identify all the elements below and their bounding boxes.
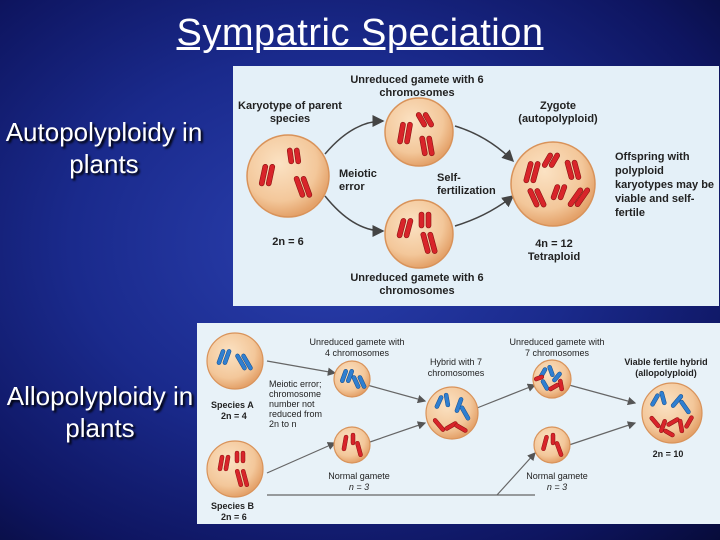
species-b-label: Species B [211, 501, 255, 511]
unreduced-gamete-4-label: Unreduced gamete with 4 chromosomes [309, 337, 405, 358]
arrow-bottom-to-zygote [454, 195, 515, 227]
top-gamete-cell [384, 97, 454, 167]
normal-gamete-1-label: Normal gamete [328, 471, 390, 481]
species-a-label: Species A [211, 400, 254, 410]
normal-gamete-2-n: n = 3 [546, 482, 568, 492]
species-b-count: 2n = 6 [221, 512, 247, 522]
parent-count: 2n = 6 [272, 236, 304, 248]
species-a-cell [206, 332, 264, 390]
arrow-top-to-zygote [454, 125, 515, 163]
unreduced-gamete-7-label: Unreduced gamete with 7 chromosomes [509, 337, 605, 358]
self-fertilization-label: Self-fertilization [437, 172, 496, 197]
zygote-label: Zygote (autopolyploid) [518, 100, 598, 125]
parent-cell [246, 134, 330, 218]
species-a-count: 2n = 4 [221, 411, 247, 421]
hybrid-cell [425, 386, 479, 440]
fertile-hybrid-count: 2n = 10 [652, 449, 684, 459]
fertile-hybrid-cell [641, 382, 703, 444]
autopolyploidy-label: Autopolyploidy in plants [5, 117, 203, 179]
allopolyploidy-label: Allopolyploidy in plants [6, 381, 194, 443]
unreduced-gamete-7-cell [532, 359, 572, 399]
parent-karyotype-label: Karyotype of parent species [238, 100, 342, 125]
species-b-cell [206, 440, 264, 498]
allopolyploidy-diagram: Species A 2n = 4 Species B 2n = 6 Unredu… [197, 323, 720, 524]
normal-gamete-2-cell [533, 426, 571, 464]
tetraploid-label: Tetraploid [527, 251, 581, 263]
offspring-note: Offspring with polyploid karyotypes may … [615, 151, 715, 219]
zygote-count: 4n = 12 [535, 238, 573, 250]
bottom-gamete-cell [384, 199, 454, 269]
meiotic-error-note: Meiotic error; chromosome number not red… [269, 379, 323, 429]
hybrid-label: Hybrid with 7 chromosomes [427, 357, 485, 378]
meiotic-error-label: Meiotic error [339, 168, 377, 193]
normal-gamete-1-cell [333, 426, 371, 464]
normal-gamete-1-n: n = 3 [348, 482, 370, 492]
normal-gamete-2-label: Normal gamete [526, 471, 588, 481]
arrow-to-top-gamete [324, 115, 385, 155]
bottom-gamete-label: Unreduced gamete with 6 chromosomes [350, 272, 484, 297]
top-gamete-label: Unreduced gamete with 6 chromosomes [350, 74, 484, 99]
unreduced-gamete-4-cell [333, 360, 371, 398]
fertile-hybrid-label: Viable fertile hybrid (allopolyploid) [624, 357, 708, 378]
slide-title: Sympatric Speciation [176, 12, 544, 54]
autopolyploidy-diagram: Karyotype of parent species 2n = 6 Unred… [233, 66, 719, 306]
zygote-cell [510, 141, 596, 227]
arrow-to-bottom-gamete [324, 195, 385, 237]
